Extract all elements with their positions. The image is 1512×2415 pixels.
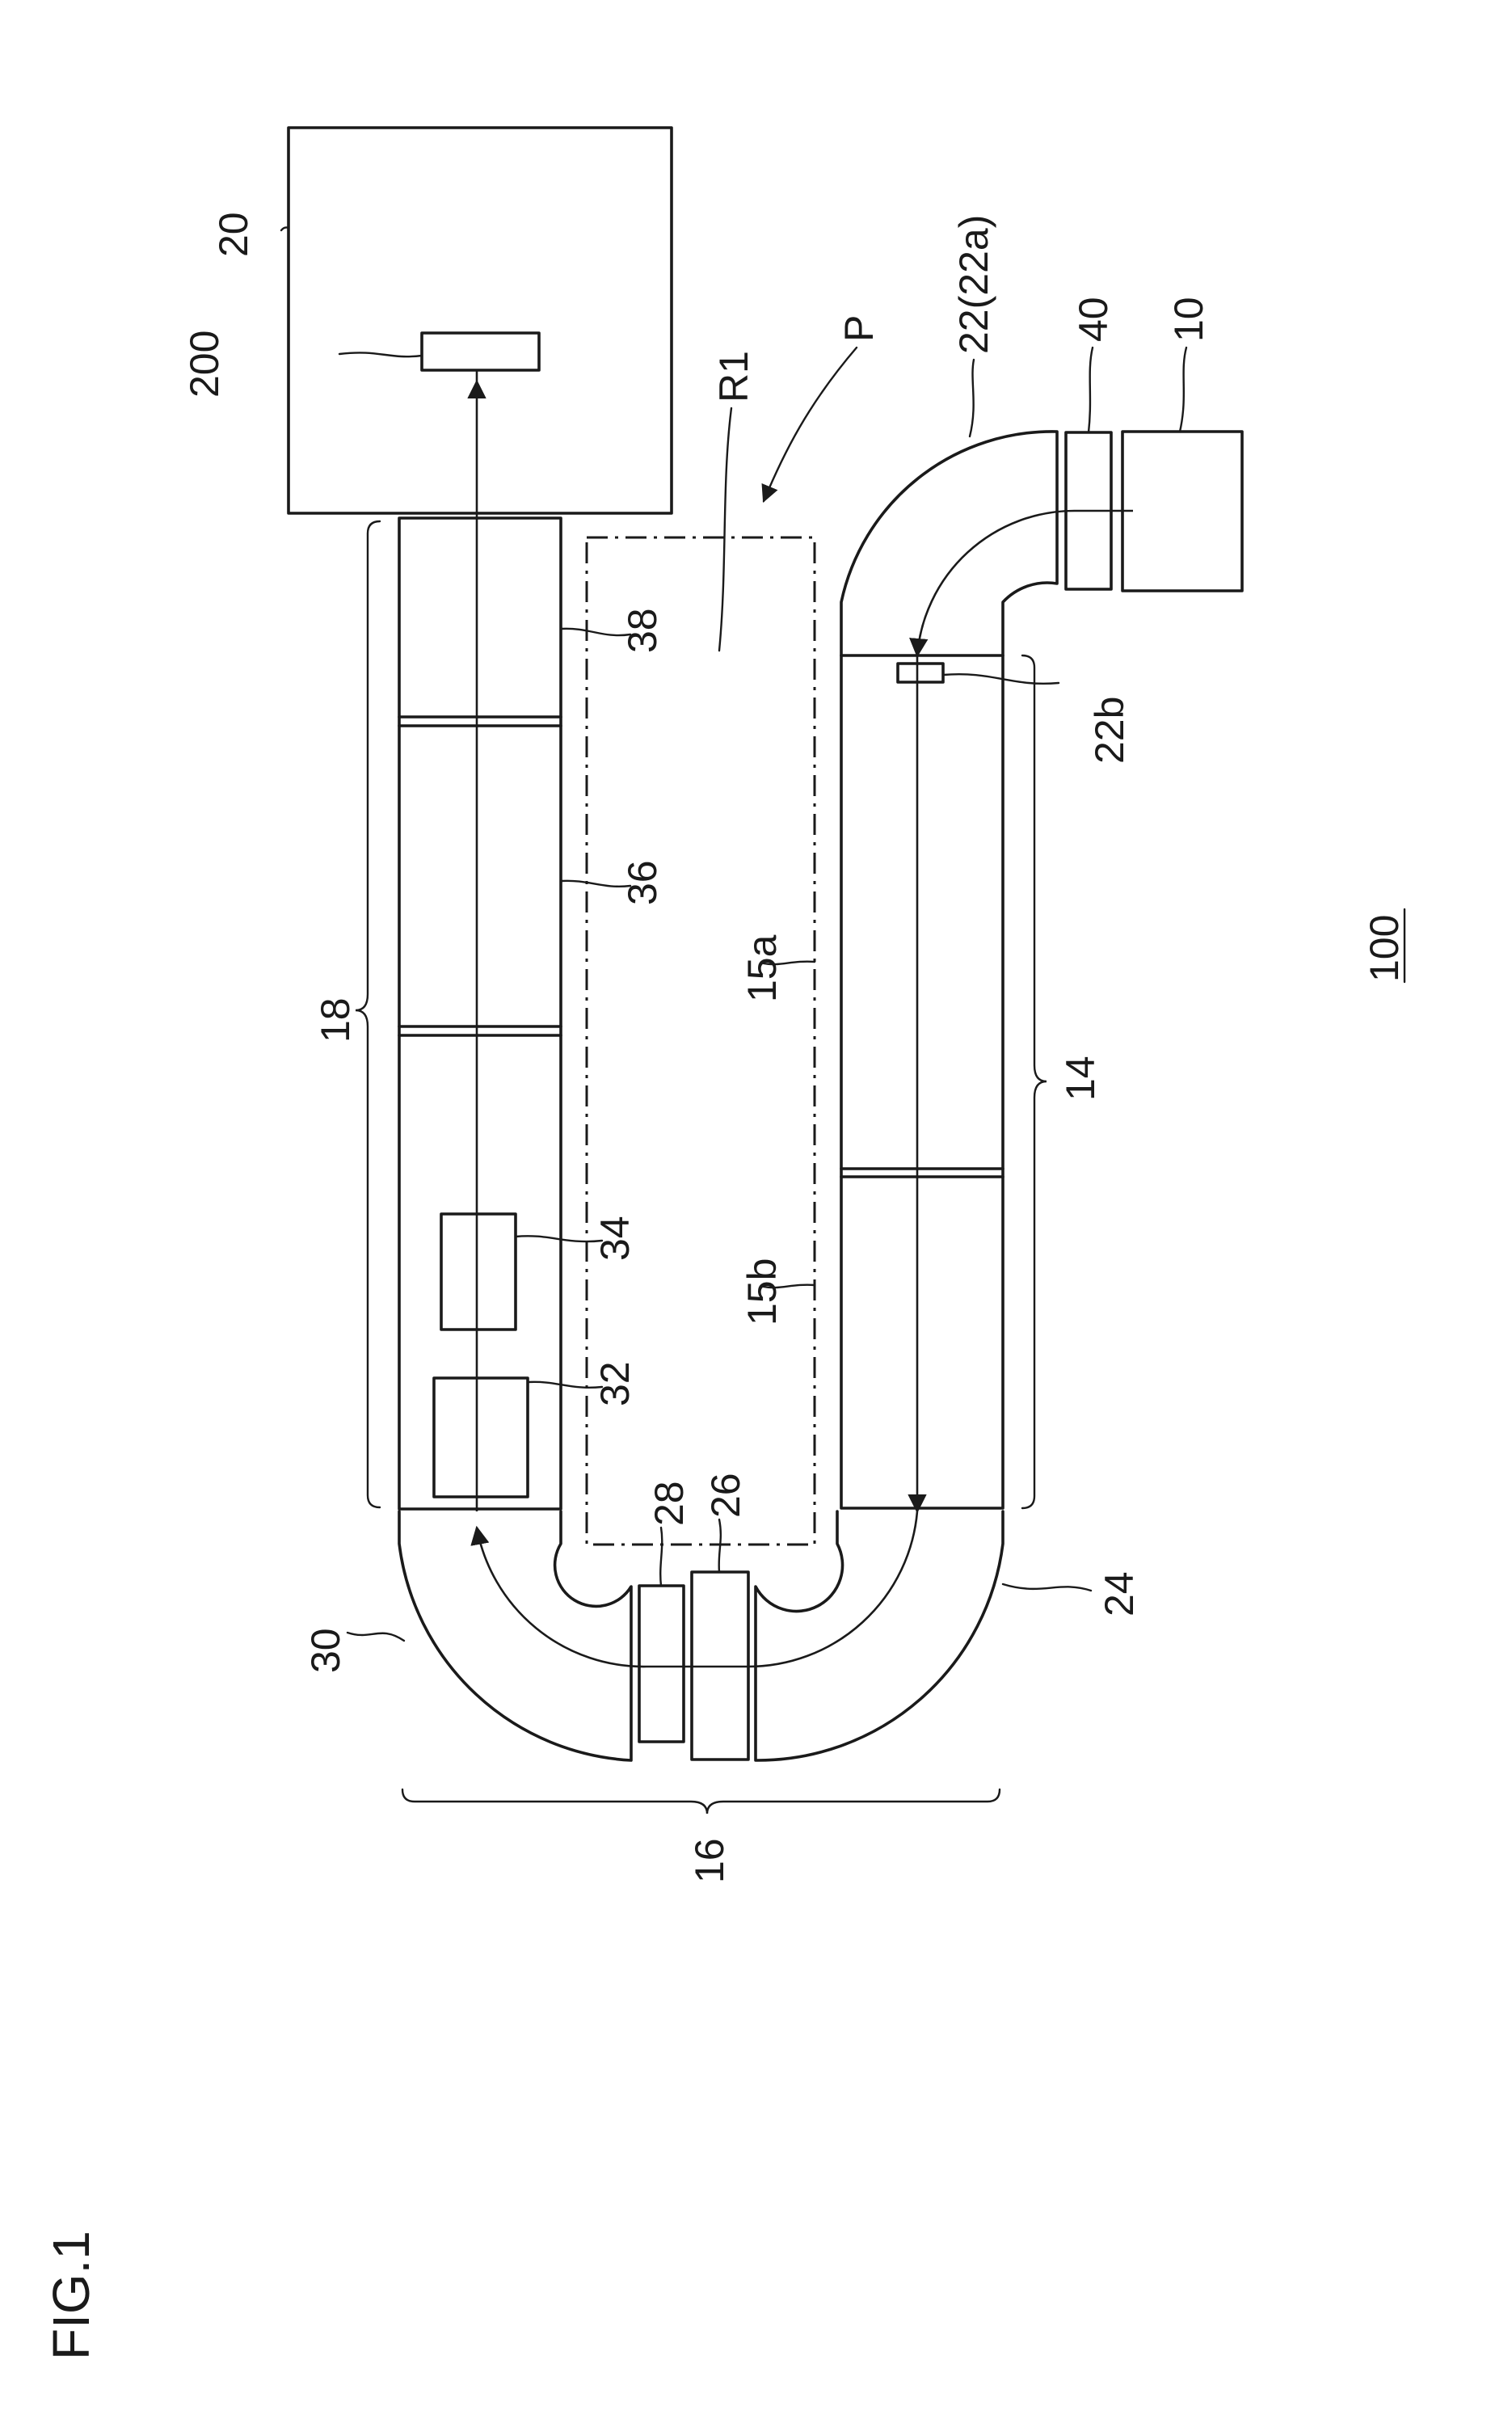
label-15b: 15b bbox=[739, 1258, 785, 1326]
device-32 bbox=[434, 1378, 528, 1497]
label-36: 36 bbox=[620, 860, 665, 905]
brace-14 bbox=[1022, 655, 1047, 1508]
leader-200 bbox=[339, 352, 422, 356]
target-200 bbox=[422, 333, 539, 370]
label-40: 40 bbox=[1071, 297, 1116, 342]
leader-24 bbox=[1003, 1584, 1091, 1591]
device-34 bbox=[441, 1214, 516, 1330]
label-R1: R1 bbox=[711, 351, 756, 402]
leader-28 bbox=[660, 1528, 662, 1586]
unit-20-box bbox=[289, 128, 672, 513]
leader-R1 bbox=[719, 408, 731, 651]
slit-22b bbox=[898, 664, 943, 682]
leader-34 bbox=[516, 1236, 602, 1241]
label-34: 34 bbox=[592, 1216, 638, 1261]
bend-30 bbox=[399, 1511, 631, 1760]
label-28: 28 bbox=[646, 1481, 692, 1526]
label-14: 14 bbox=[1058, 1056, 1103, 1101]
figure-title: FIG.1 bbox=[42, 2231, 100, 2360]
label-10: 10 bbox=[1166, 297, 1211, 342]
brace-16 bbox=[402, 1789, 1000, 1814]
label-38: 38 bbox=[620, 608, 665, 653]
ion-source-10 bbox=[1122, 432, 1242, 591]
label-22: 22(22a) bbox=[951, 215, 996, 354]
label-22b: 22b bbox=[1087, 697, 1132, 764]
bend-24 bbox=[756, 1511, 1003, 1760]
leader-32 bbox=[528, 1382, 602, 1388]
leader-40 bbox=[1089, 348, 1093, 432]
leader-22 bbox=[970, 360, 974, 436]
leader-30 bbox=[347, 1633, 404, 1641]
label-24: 24 bbox=[1097, 1571, 1142, 1616]
leader-P bbox=[764, 348, 857, 501]
label-15a: 15a bbox=[739, 934, 785, 1002]
leader-10 bbox=[1180, 348, 1186, 432]
leader-22b bbox=[943, 674, 1059, 684]
leader-26 bbox=[719, 1519, 721, 1572]
brace-18 bbox=[356, 521, 380, 1507]
label-16: 16 bbox=[687, 1838, 732, 1883]
label-26: 26 bbox=[703, 1473, 748, 1518]
beam-path-u-turn bbox=[477, 1511, 917, 1667]
label-18: 18 bbox=[313, 997, 358, 1043]
label-30: 30 bbox=[303, 1628, 348, 1673]
bend-22 bbox=[841, 432, 1057, 655]
label-200: 200 bbox=[182, 331, 227, 398]
label-100: 100 bbox=[1362, 915, 1407, 982]
label-P: P bbox=[836, 315, 882, 342]
beamline-18-frame bbox=[399, 518, 561, 1509]
label-32: 32 bbox=[592, 1361, 638, 1406]
component-28 bbox=[639, 1586, 684, 1742]
beamline-14-frame bbox=[841, 655, 1003, 1508]
beam-path-source bbox=[917, 511, 1133, 655]
label-20: 20 bbox=[211, 212, 256, 257]
